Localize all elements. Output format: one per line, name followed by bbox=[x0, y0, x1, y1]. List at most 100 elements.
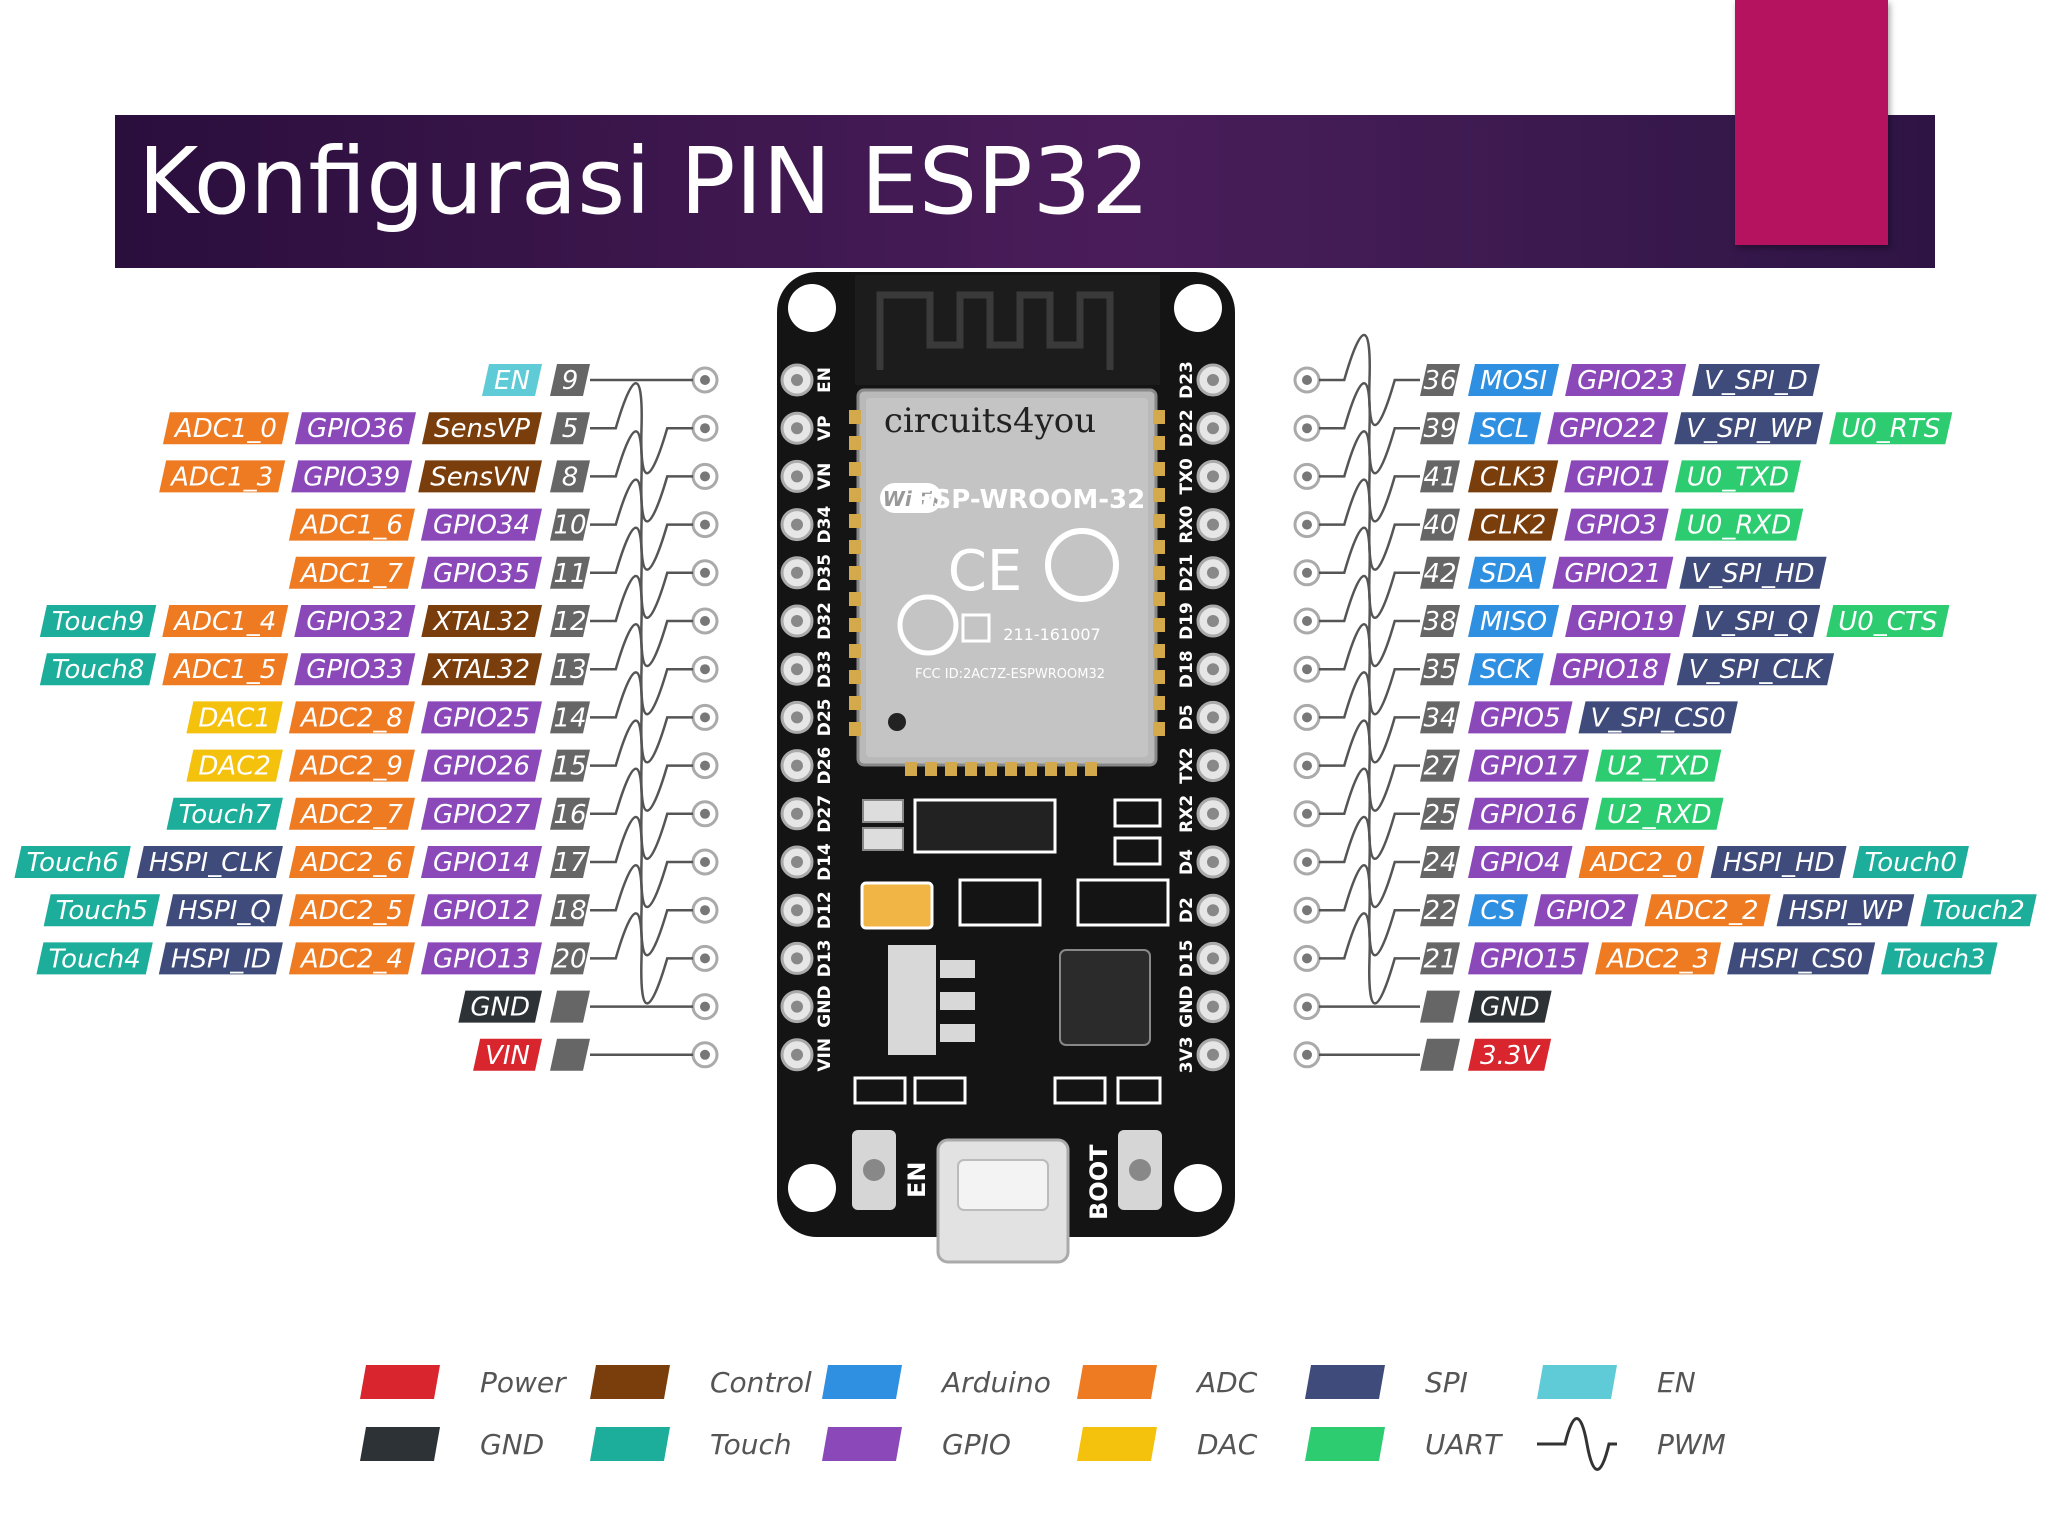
pin-label-text: Touch5 bbox=[56, 896, 148, 926]
pin-number-box bbox=[1420, 797, 1460, 830]
pin-label-text: Touch7 bbox=[179, 800, 272, 830]
pin-label-adc2-4: ADC2_4 bbox=[288, 942, 415, 975]
pwm-signal bbox=[1319, 863, 1420, 957]
legend-item-dac: DAC bbox=[1077, 1427, 1258, 1461]
pin-label-text: SDA bbox=[1480, 559, 1534, 589]
pin-label-text: U0_RTS bbox=[1841, 414, 1940, 444]
legend-item-control: Control bbox=[590, 1365, 812, 1399]
pin-label-text: GND bbox=[1480, 993, 1540, 1023]
pin-number: 11 bbox=[553, 559, 586, 589]
pin-label-adc1-3: ADC1_3 bbox=[159, 460, 286, 493]
pin-label-text: ADC2_2 bbox=[1655, 896, 1759, 926]
pin-label-xtal32: XTAL32 bbox=[421, 605, 542, 637]
pin-label-text: Touch8 bbox=[52, 655, 144, 685]
en-button-label: EN bbox=[903, 1162, 931, 1198]
pin-number-box bbox=[550, 894, 590, 927]
legend-label: Power bbox=[480, 1366, 567, 1399]
legend-swatch bbox=[822, 1365, 902, 1399]
legend-item-touch: Touch bbox=[590, 1427, 792, 1461]
pin-label-gpio14: GPIO14 bbox=[420, 846, 542, 878]
en-button bbox=[852, 1130, 896, 1210]
pin-label-text: ADC2_4 bbox=[299, 944, 403, 974]
pwm-signal bbox=[590, 574, 693, 668]
pwm-signal bbox=[590, 863, 693, 957]
legend-item-pwm: PWM bbox=[1537, 1417, 1726, 1471]
pin-label-gpio3: GPIO3 bbox=[1564, 508, 1669, 541]
pin-label-text: GPIO33 bbox=[306, 655, 403, 685]
pin-label-text: GPIO34 bbox=[433, 511, 530, 541]
legend-item-en: EN bbox=[1537, 1365, 1696, 1399]
legend-label: ADC bbox=[1195, 1366, 1258, 1399]
pin-label-gpio16: GPIO16 bbox=[1468, 797, 1590, 830]
pwm-signal bbox=[590, 526, 693, 620]
pin-label-adc1-5: ADC1_5 bbox=[162, 653, 289, 686]
pin-label-adc2-2: ADC2_2 bbox=[1644, 894, 1771, 927]
pin-label-text: CLK2 bbox=[1480, 511, 1546, 541]
pin-label-text: MOSI bbox=[1480, 366, 1547, 396]
ce-mark: CE bbox=[948, 539, 1022, 604]
pin-label-text: GPIO36 bbox=[307, 414, 404, 444]
pin-number-box bbox=[1420, 508, 1460, 541]
pin-label-text: ADC2_8 bbox=[299, 703, 403, 733]
pin-label-gpio32: GPIO32 bbox=[294, 605, 416, 637]
usb-uart-chip bbox=[1059, 949, 1151, 1046]
pin-label-text: ADC1_5 bbox=[172, 655, 276, 685]
silkscreen-label-d2: D2 bbox=[1177, 897, 1197, 923]
pwm-signal bbox=[1319, 381, 1420, 475]
pwm-signal bbox=[1319, 671, 1420, 764]
pin-label-u0-cts: U0_CTS bbox=[1826, 605, 1950, 637]
pin-label-gnd: GND bbox=[1468, 990, 1552, 1023]
pin-number-box bbox=[550, 605, 590, 637]
pin-label-text: GPIO25 bbox=[433, 703, 530, 733]
pin-label-text: GPIO17 bbox=[1480, 752, 1578, 782]
title-bar bbox=[115, 115, 1935, 268]
pin-label-text: Touch6 bbox=[26, 848, 118, 878]
legend-swatch bbox=[1077, 1365, 1157, 1399]
pin-number-box bbox=[1420, 556, 1460, 589]
pin-number: 14 bbox=[553, 703, 586, 733]
pin-label-text: V_SPI_CS0 bbox=[1591, 703, 1726, 733]
pwm-signal bbox=[1319, 526, 1420, 620]
legend-item-spi: SPI bbox=[1305, 1365, 1468, 1399]
silkscreen-label-d35: D35 bbox=[815, 554, 835, 592]
pin-label-adc2-0: ADC2_0 bbox=[1578, 846, 1705, 878]
pin-label-v-spi-q: V_SPI_Q bbox=[1692, 605, 1821, 637]
left-row: VIN bbox=[473, 1038, 719, 1071]
pin-label-text: GPIO16 bbox=[1480, 800, 1577, 830]
legend-item-uart: UART bbox=[1305, 1427, 1503, 1461]
pin-label-text: HSPI_HD bbox=[1723, 848, 1835, 878]
pin-label-touch8: Touch8 bbox=[39, 653, 157, 686]
pin-number-box bbox=[550, 556, 590, 589]
pin-number: 42 bbox=[1423, 559, 1456, 589]
pin-label-adc1-7: ADC1_7 bbox=[288, 556, 415, 589]
pin-number-box bbox=[1420, 942, 1460, 975]
pin-label-gpio34: GPIO34 bbox=[420, 508, 542, 541]
pin-label-gpio23: GPIO23 bbox=[1565, 364, 1687, 396]
pin-label-en: EN bbox=[482, 364, 542, 396]
pin-number-box bbox=[550, 797, 590, 830]
pwm-signal bbox=[1319, 767, 1420, 861]
pin-label-text: ADC2_3 bbox=[1605, 944, 1709, 974]
legend-swatch bbox=[1537, 1365, 1617, 1399]
pin-label-u0-txd: U0_TXD bbox=[1674, 460, 1802, 493]
pin-label-clk3: CLK3 bbox=[1468, 460, 1559, 493]
pin-label-adc1-0: ADC1_0 bbox=[162, 412, 289, 445]
pin-label-hspi-id: HSPI_ID bbox=[158, 942, 283, 975]
pin-label-text: Touch0 bbox=[1865, 848, 1957, 878]
pin-label-text: GPIO35 bbox=[433, 559, 530, 589]
pin-number: 38 bbox=[1423, 607, 1456, 637]
legend-swatch bbox=[590, 1365, 670, 1399]
left-row: GND bbox=[458, 990, 719, 1023]
pin-number: 24 bbox=[1423, 848, 1456, 878]
pin-label-gpio12: GPIO12 bbox=[420, 894, 542, 927]
silkscreen-label-vp: VP bbox=[815, 415, 835, 441]
pwm-signal bbox=[590, 815, 693, 909]
pwm-signal bbox=[590, 671, 693, 764]
capacitor bbox=[860, 881, 934, 930]
